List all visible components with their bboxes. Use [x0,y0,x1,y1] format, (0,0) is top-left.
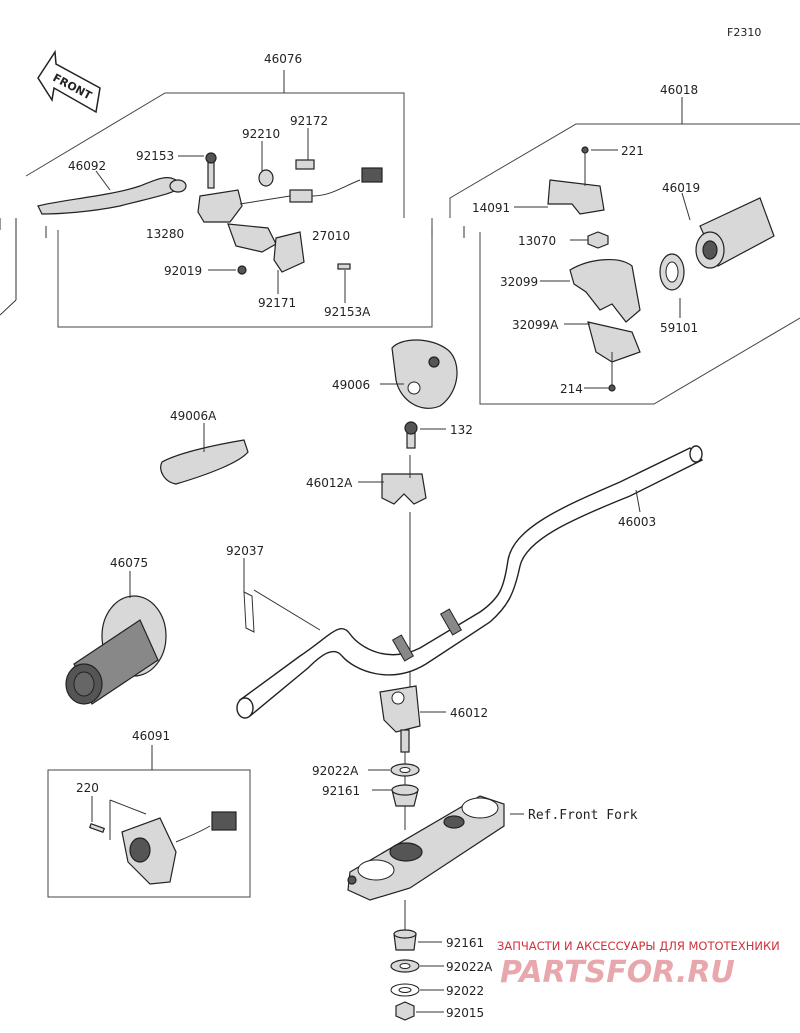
label-92015: 92015 [446,1006,484,1020]
label-46003: 46003 [618,515,656,529]
watermark-logo: PARTSFOR.RU [500,955,735,990]
label-13280: 13280 [146,227,184,241]
label-92171: 92171 [258,296,296,310]
label-46092: 46092 [68,159,106,173]
brake-lever-group [0,70,433,328]
grip-46075 [65,595,167,705]
label-46076: 46076 [264,52,302,66]
figure-code: F2310 [727,26,761,39]
label-92210: 92210 [242,127,280,141]
lower-clamp-46012 [379,685,421,830]
throttle-group [431,97,800,405]
label-221: 221 [621,144,644,158]
label-220: 220 [76,781,99,795]
label-46019: 46019 [662,181,700,195]
switch-group [47,745,251,898]
label-46075: 46075 [110,556,148,570]
label-214: 214 [560,382,583,396]
label-92172: 92172 [290,114,328,128]
label-13070: 13070 [518,234,556,248]
clamp-49006 [391,339,458,409]
watermark: ЗАПЧАСТИ И АКСЕССУАРЫ ДЛЯ МОТОТЕХНИКИ PA… [497,939,780,990]
label-46012a: 46012A [306,476,353,490]
handlebar-46003 [236,445,704,719]
label-92022a-lower: 92022A [446,960,493,974]
label-46012: 46012 [450,706,488,720]
upper-clamp-46012a [381,421,427,690]
ref-front-fork: Ref.Front Fork [528,808,638,823]
label-92022: 92022 [446,984,484,998]
lower-bushings [390,900,420,1021]
label-92037: 92037 [226,544,264,558]
cover-49006a [160,423,249,485]
triple-clamp [347,795,524,901]
label-27010: 27010 [312,229,350,243]
label-14091: 14091 [472,201,510,215]
label-132: 132 [450,423,473,437]
label-59101: 59101 [660,321,698,335]
label-92161-lower: 92161 [446,936,484,950]
label-92019: 92019 [164,264,202,278]
leader-lines [91,128,691,1013]
label-49006a: 49006A [170,409,217,423]
label-32099a: 32099A [512,318,559,332]
label-49006: 49006 [332,378,370,392]
label-92153a: 92153A [324,305,371,319]
strap-92037 [243,589,321,633]
upper-bushings [390,763,420,807]
watermark-subtitle: ЗАПЧАСТИ И АКСЕССУАРЫ ДЛЯ МОТОТЕХНИКИ [497,939,780,953]
label-46018: 46018 [660,83,698,97]
label-32099: 32099 [500,275,538,289]
front-arrow-icon: FRONT [37,49,101,114]
label-92161-upper: 92161 [322,784,360,798]
label-46091: 46091 [132,729,170,743]
label-92022a-upper: 92022A [312,764,359,778]
label-92153: 92153 [136,149,174,163]
part-labels: 46076 46092 92153 92210 92172 13280 2701… [68,52,700,1020]
